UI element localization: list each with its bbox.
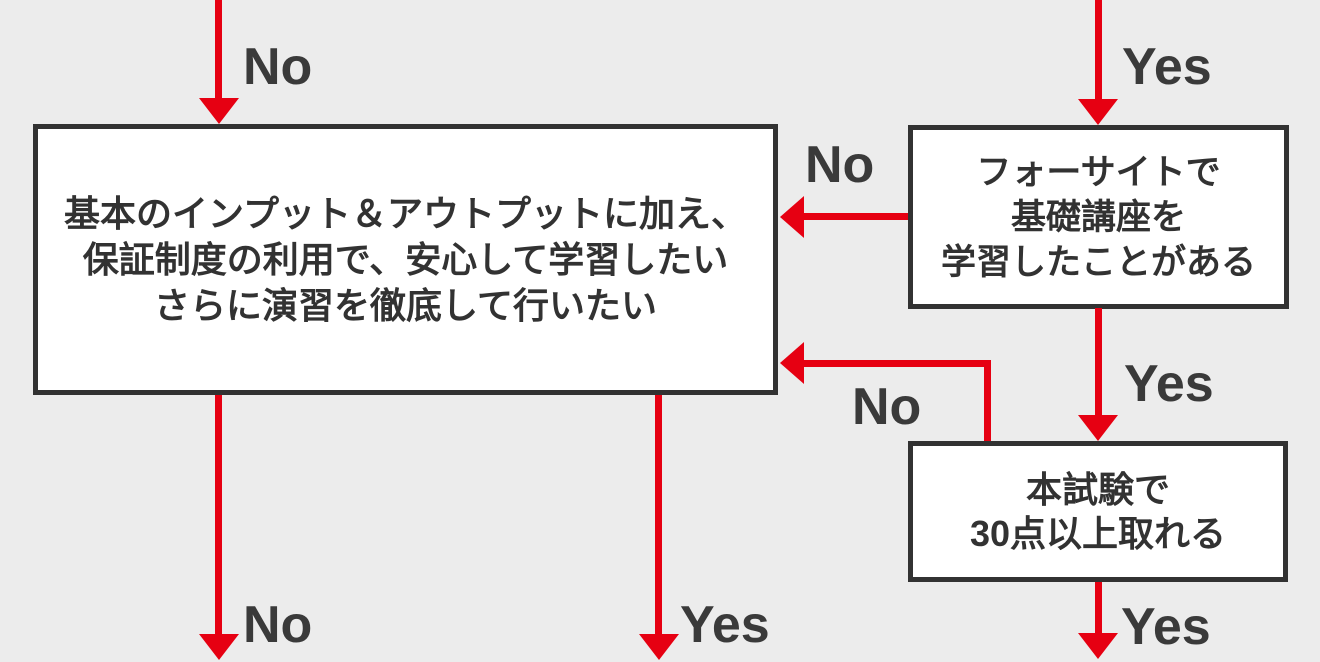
label-bottom-center-yes: Yes xyxy=(680,596,770,654)
node-question-foresight: フォーサイトで 基礎講座を 学習したことがある xyxy=(908,125,1289,309)
arrow-top-right-yes-head-icon xyxy=(1078,99,1118,125)
arrow-top-right-yes-line xyxy=(1095,0,1102,101)
arrow-top-left-no-head-icon xyxy=(199,98,239,124)
arrow-exam-no-elbow-vertical xyxy=(984,360,991,441)
arrow-foresight-no-head-icon xyxy=(780,196,804,238)
label-top-right-yes: Yes xyxy=(1122,38,1212,96)
label-top-left-no: No xyxy=(243,38,313,96)
arrow-exam-no-elbow-horizontal xyxy=(803,360,991,367)
node-exam-line-2: 30点以上取れる xyxy=(969,512,1227,554)
node-foresight-line-1: フォーサイトで xyxy=(976,152,1221,192)
arrow-exam-no-head-icon xyxy=(780,342,804,384)
arrow-foresight-yes-head-icon xyxy=(1078,415,1118,441)
node-foresight-line-2: 基礎講座を xyxy=(1010,197,1186,237)
node-result-line-2: 保証制度の利用で、安心して学習したい xyxy=(82,238,729,280)
arrow-bottom-left-no-line xyxy=(215,395,222,635)
arrow-bottom-right-yes-head-icon xyxy=(1078,633,1118,659)
label-exam-to-result-no: No xyxy=(852,378,922,436)
arrow-bottom-center-yes-line xyxy=(655,395,662,635)
arrow-foresight-no-line xyxy=(803,213,908,220)
arrow-bottom-left-no-head-icon xyxy=(199,634,239,660)
node-result-box: 基本のインプット＆アウトプットに加え、 保証制度の利用で、安心して学習したい さ… xyxy=(33,124,778,395)
arrow-bottom-right-yes-line xyxy=(1095,582,1102,634)
label-bottom-left-no: No xyxy=(243,596,313,654)
label-bottom-right-yes: Yes xyxy=(1121,598,1211,656)
arrow-foresight-yes-line xyxy=(1095,308,1102,416)
label-foresight-to-exam-yes: Yes xyxy=(1124,355,1214,413)
node-exam-line-1: 本試験で xyxy=(1025,468,1170,510)
node-result-line-3: さらに演習を徹底して行いたい xyxy=(154,284,657,326)
arrow-bottom-center-yes-head-icon xyxy=(639,634,679,660)
node-foresight-line-3: 学習したことがある xyxy=(940,242,1256,282)
node-result-line-1: 基本のインプット＆アウトプットに加え、 xyxy=(64,192,747,234)
label-foresight-to-result-no: No xyxy=(805,136,875,194)
node-question-exam-score: 本試験で 30点以上取れる xyxy=(908,441,1288,582)
arrow-top-left-no-line xyxy=(215,0,222,100)
